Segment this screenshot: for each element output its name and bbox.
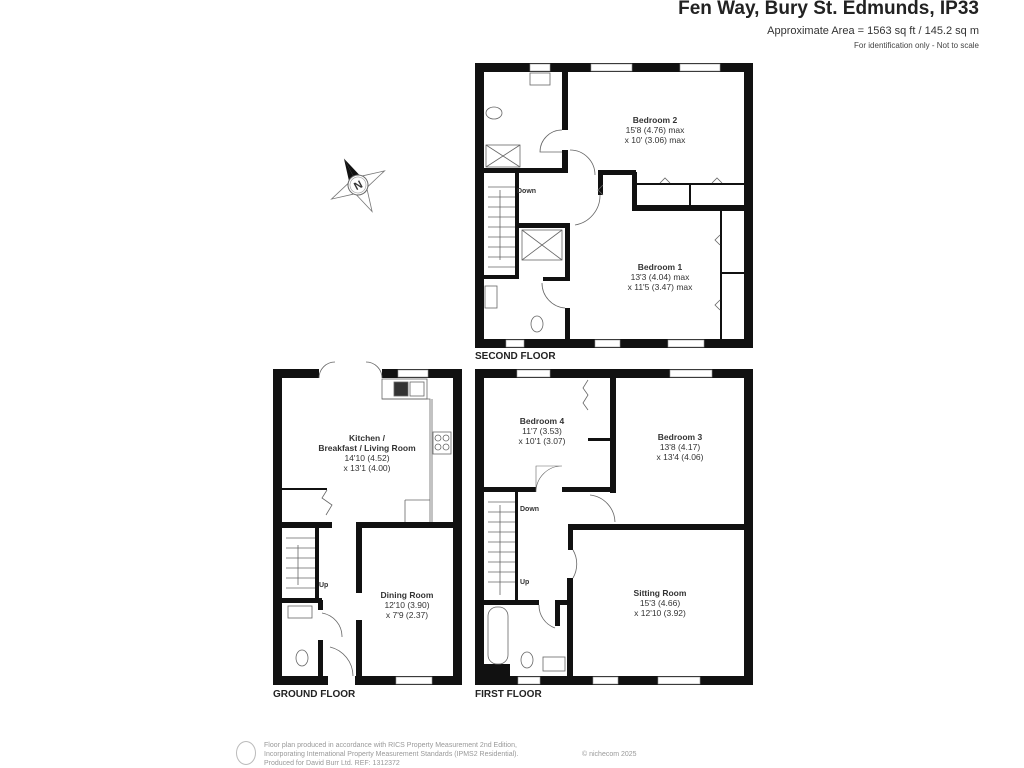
footer-line-3: Produced for David Burr Ltd. REF: 131237…: [264, 760, 400, 767]
stairs-up-label-ground: Up: [319, 582, 328, 589]
svg-text:13'8 (4.17): 13'8 (4.17): [660, 442, 701, 452]
room-kitchen: Kitchen / Breakfast / Living Room 14'10 …: [318, 433, 416, 473]
svg-text:Dining Room: Dining Room: [381, 590, 434, 600]
svg-text:x 13'1 (4.00): x 13'1 (4.00): [344, 463, 391, 473]
svg-text:Bedroom 4: Bedroom 4: [520, 416, 565, 426]
svg-text:Breakfast / Living Room: Breakfast / Living Room: [318, 443, 416, 453]
svg-text:14'10 (4.52): 14'10 (4.52): [344, 453, 389, 463]
room-bedroom-4: Bedroom 4 11'7 (3.53) x 10'1 (3.07): [519, 416, 566, 446]
stairs-up-label-first: Up: [520, 579, 529, 586]
ground-floor-plan: [273, 369, 462, 685]
room-dining-room: Dining Room 12'10 (3.90) x 7'9 (2.37): [381, 590, 434, 620]
first-floor-plan: [475, 369, 753, 685]
svg-text:x 10'1 (3.07): x 10'1 (3.07): [519, 436, 566, 446]
svg-text:Kitchen /: Kitchen /: [349, 433, 386, 443]
approximate-area: Approximate Area = 1563 sq ft / 145.2 sq…: [767, 25, 979, 37]
footer-line-2: Incorporating International Property Mea…: [264, 751, 519, 758]
floor-label-first: FIRST FLOOR: [475, 689, 542, 700]
room-bedroom-2: Bedroom 2 15'8 (4.76) max x 10' (3.06) m…: [625, 115, 686, 145]
svg-text:Bedroom 2: Bedroom 2: [633, 115, 678, 125]
svg-text:Bedroom 1: Bedroom 1: [638, 262, 683, 272]
svg-text:x 10' (3.06) max: x 10' (3.06) max: [625, 135, 686, 145]
property-title: Fen Way, Bury St. Edmunds, IP33: [678, 0, 979, 19]
svg-text:12'10 (3.90): 12'10 (3.90): [384, 600, 429, 610]
stairs-down-label-first: Down: [520, 506, 539, 513]
svg-text:Sitting Room: Sitting Room: [634, 588, 687, 598]
ipms-person-icon: [236, 741, 256, 765]
svg-text:x 13'4 (4.06): x 13'4 (4.06): [657, 452, 704, 462]
floor-label-ground: GROUND FLOOR: [273, 689, 356, 700]
ground-floor-fixtures: [286, 361, 452, 677]
svg-text:13'3 (4.04) max: 13'3 (4.04) max: [631, 272, 691, 282]
second-floor-plan: [475, 63, 753, 348]
footer: Floor plan produced in accordance with R…: [236, 741, 518, 768]
room-sitting-room: Sitting Room 15'3 (4.66) x 12'10 (3.92): [634, 588, 687, 618]
svg-text:Bedroom 3: Bedroom 3: [658, 432, 703, 442]
floor-label-second: SECOND FLOOR: [475, 351, 556, 362]
svg-text:x 7'9 (2.37): x 7'9 (2.37): [386, 610, 428, 620]
copyright: © nichecom 2025: [582, 751, 637, 758]
room-bedroom-3: Bedroom 3 13'8 (4.17) x 13'4 (4.06): [657, 432, 704, 462]
svg-text:x 12'10 (3.92): x 12'10 (3.92): [634, 608, 686, 618]
scale-disclaimer: For identification only - Not to scale: [854, 41, 979, 50]
compass-north-icon: [330, 158, 386, 213]
svg-text:15'3 (4.66): 15'3 (4.66): [640, 598, 681, 608]
svg-text:15'8 (4.76) max: 15'8 (4.76) max: [626, 125, 686, 135]
stairs-down-label-second: Down: [517, 188, 536, 195]
first-floor-fixtures: [487, 379, 616, 672]
svg-text:11'7 (3.53): 11'7 (3.53): [522, 426, 562, 436]
second-floor-fixtures: [484, 72, 723, 333]
svg-text:x 11'5 (3.47) max: x 11'5 (3.47) max: [628, 282, 694, 292]
footer-line-1: Floor plan produced in accordance with R…: [264, 742, 517, 749]
room-bedroom-1: Bedroom 1 13'3 (4.04) max x 11'5 (3.47) …: [628, 262, 694, 292]
